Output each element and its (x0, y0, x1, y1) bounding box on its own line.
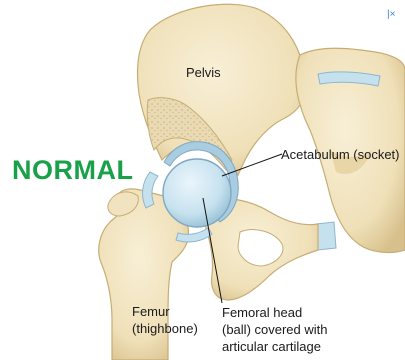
acetabulum-label: Acetabulum (socket) (281, 146, 400, 163)
ad-close-icon[interactable]: |× (387, 9, 395, 20)
femoral-head (163, 159, 231, 227)
femoral-head-label-line2: (ball) covered with (222, 321, 328, 338)
femur-label-line1: Femur (132, 303, 198, 320)
pelvis-label: Pelvis (186, 64, 221, 81)
femoral-head-label: Femoral head (ball) covered with articul… (222, 304, 328, 355)
femur-label-line2: (thighbone) (132, 320, 198, 337)
status-title: NORMAL (12, 155, 133, 186)
femoral-head-label-line1: Femoral head (222, 304, 328, 321)
femoral-head-label-line3: articular cartilage (222, 338, 328, 355)
femur-label: Femur (thighbone) (132, 303, 198, 337)
pubic-symphysis (316, 222, 336, 250)
